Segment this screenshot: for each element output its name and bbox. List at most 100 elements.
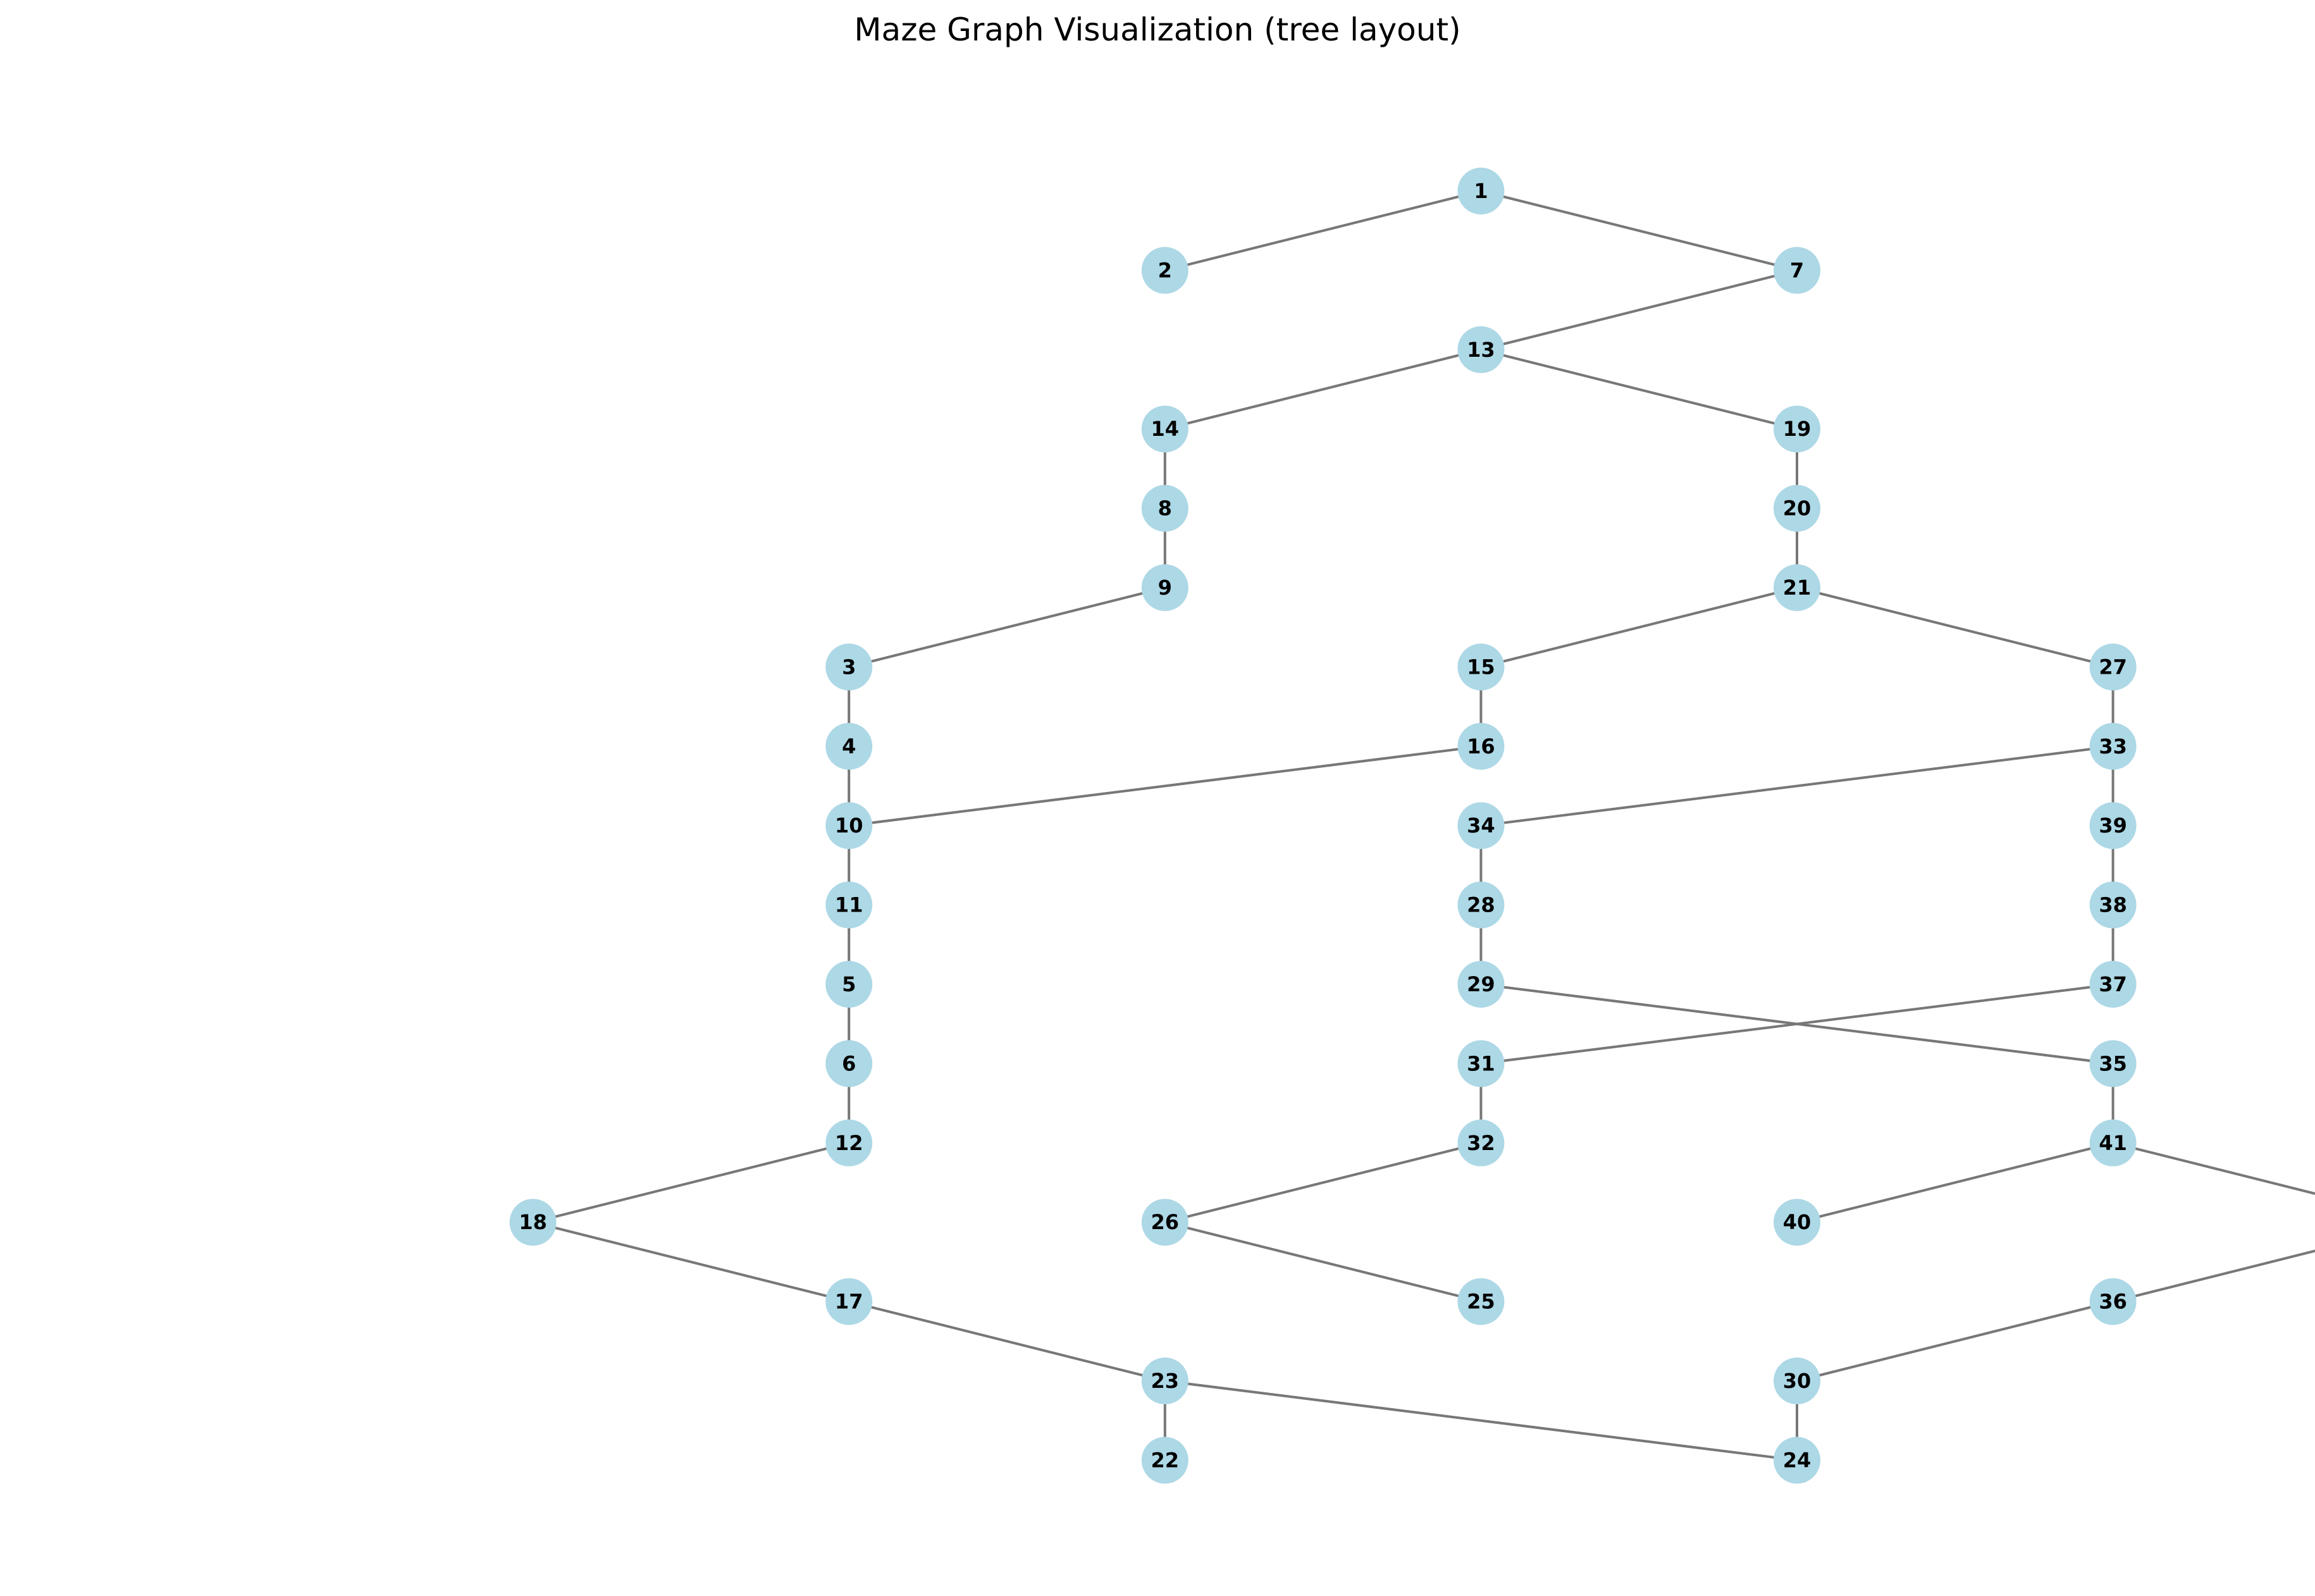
node-circle xyxy=(2089,643,2137,691)
node-35: 35 xyxy=(2089,1040,2137,1087)
node-label: 16 xyxy=(1467,734,1495,758)
node-10: 10 xyxy=(825,802,873,850)
edge-18-12 xyxy=(533,1141,849,1224)
node-1: 1 xyxy=(1457,168,1505,214)
edge-13-14 xyxy=(1164,348,1481,431)
node-label: 33 xyxy=(2099,734,2127,758)
node-label: 34 xyxy=(1467,813,1495,838)
node-label: 1 xyxy=(1474,179,1488,203)
node-label: 5 xyxy=(842,972,856,996)
node-circle xyxy=(825,802,873,850)
edge-7-13 xyxy=(1480,269,1798,351)
node-circle xyxy=(1457,326,1505,373)
node-11: 11 xyxy=(825,881,873,929)
node-circle xyxy=(1141,1199,1188,1246)
edge-layer xyxy=(533,190,2315,1462)
node-circle xyxy=(1774,1437,1820,1484)
node-label: 2 xyxy=(1158,258,1172,282)
node-circle xyxy=(2089,1278,2137,1325)
node-label: 3 xyxy=(842,655,856,679)
node-circle xyxy=(825,643,873,691)
node-38: 38 xyxy=(2089,881,2137,929)
node-label: 27 xyxy=(2099,655,2127,679)
node-circle xyxy=(1774,1199,1820,1246)
edge-1-7 xyxy=(1480,190,1798,272)
node-label: 37 xyxy=(2099,972,2127,996)
node-label: 28 xyxy=(1467,893,1495,917)
node-circle xyxy=(1141,1437,1188,1484)
edge-9-3 xyxy=(848,586,1166,669)
node-circle xyxy=(1141,564,1188,611)
node-circle xyxy=(2089,1040,2137,1087)
node-label: 11 xyxy=(835,893,863,917)
node-circle xyxy=(1141,247,1188,294)
node-label: 36 xyxy=(2099,1290,2127,1314)
edge-33-34 xyxy=(1481,745,2113,827)
node-circle xyxy=(1457,168,1505,214)
node-label: 23 xyxy=(1151,1369,1180,1393)
node-circle xyxy=(1457,961,1505,1008)
node-15: 15 xyxy=(1457,643,1505,691)
node-circle xyxy=(1457,1119,1505,1166)
node-label: 30 xyxy=(1783,1369,1812,1393)
node-circle xyxy=(1141,1358,1188,1404)
node-circle xyxy=(2089,802,2137,850)
node-label: 14 xyxy=(1151,417,1180,441)
node-circle xyxy=(2089,1119,2137,1166)
node-label: 31 xyxy=(1467,1051,1495,1075)
node-label: 8 xyxy=(1158,497,1172,521)
node-22: 22 xyxy=(1141,1437,1188,1484)
node-6: 6 xyxy=(825,1040,873,1087)
node-circle xyxy=(825,1119,873,1166)
node-label: 39 xyxy=(2099,813,2127,838)
node-label: 7 xyxy=(1790,258,1804,282)
node-label: 17 xyxy=(835,1290,863,1314)
node-circle xyxy=(1774,247,1820,294)
node-label: 19 xyxy=(1783,417,1812,441)
node-label: 20 xyxy=(1783,497,1812,521)
node-26: 26 xyxy=(1141,1199,1188,1246)
node-circle xyxy=(825,1278,873,1325)
node-circle xyxy=(1774,1358,1820,1404)
node-label: 24 xyxy=(1783,1448,1812,1472)
node-31: 31 xyxy=(1457,1040,1505,1087)
node-circle xyxy=(1774,485,1820,532)
node-label: 15 xyxy=(1467,655,1495,679)
node-label: 6 xyxy=(842,1051,856,1075)
node-16: 16 xyxy=(1457,722,1505,770)
edge-17-18 xyxy=(533,1221,849,1303)
node-20: 20 xyxy=(1774,485,1820,532)
edge-36-30 xyxy=(1796,1300,2114,1382)
node-41: 41 xyxy=(2089,1119,2137,1166)
node-label: 32 xyxy=(1467,1131,1495,1155)
node-circle xyxy=(1457,802,1505,850)
node-7: 7 xyxy=(1774,247,1820,294)
node-label: 13 xyxy=(1467,338,1495,362)
node-circle xyxy=(2089,881,2137,929)
node-circle xyxy=(2089,961,2137,1008)
node-label: 40 xyxy=(1783,1210,1812,1234)
node-label: 12 xyxy=(835,1131,863,1155)
node-14: 14 xyxy=(1141,405,1188,453)
node-28: 28 xyxy=(1457,881,1505,929)
edge-32-26 xyxy=(1164,1141,1481,1224)
node-39: 39 xyxy=(2089,802,2137,850)
node-27: 27 xyxy=(2089,643,2137,691)
node-circle xyxy=(1457,643,1505,691)
node-3: 3 xyxy=(825,643,873,691)
node-label: 41 xyxy=(2099,1131,2127,1155)
node-circle xyxy=(2089,722,2137,770)
node-label: 38 xyxy=(2099,893,2127,917)
node-label: 4 xyxy=(842,734,856,758)
node-circle xyxy=(825,1040,873,1087)
node-label: 18 xyxy=(519,1210,547,1234)
edge-21-27 xyxy=(1796,586,2114,669)
node-29: 29 xyxy=(1457,961,1505,1008)
node-label: 25 xyxy=(1467,1290,1495,1314)
node-circle xyxy=(1457,1040,1505,1087)
node-label: 9 xyxy=(1158,576,1172,600)
edge-23-17 xyxy=(848,1300,1166,1382)
node-circle xyxy=(1457,881,1505,929)
